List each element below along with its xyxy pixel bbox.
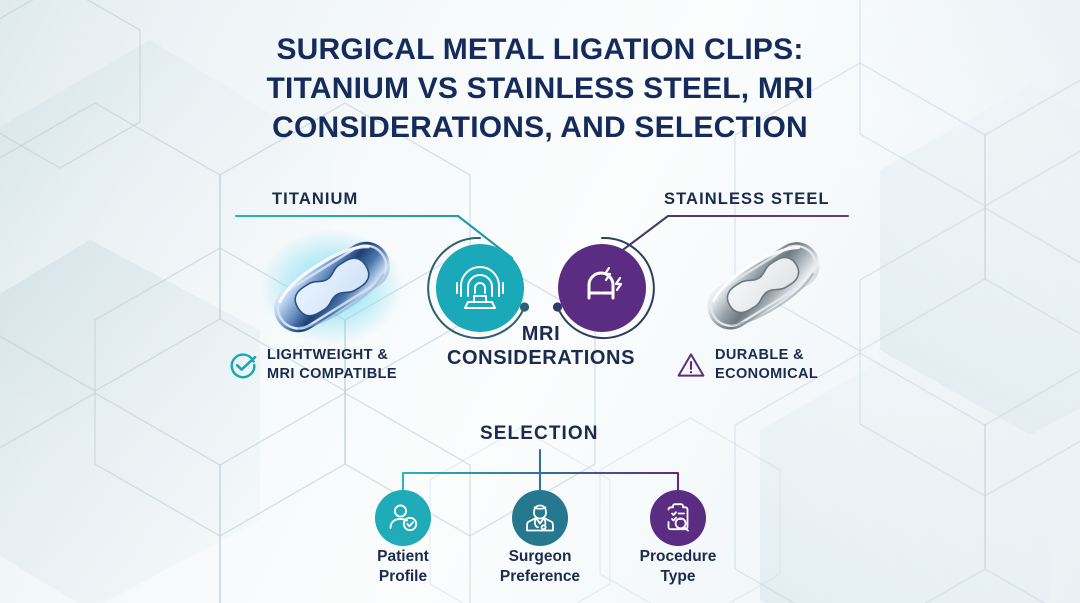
- titanium-ligation-clip-icon: [260, 229, 404, 345]
- titanium-header: TITANIUM: [272, 190, 359, 208]
- titanium-feature-line-2: MRI COMPATIBLE: [267, 365, 397, 382]
- magnet-node[interactable]: [558, 244, 646, 332]
- title-line-2: TITANIUM VS STAINLESS STEEL, MRI: [266, 72, 814, 105]
- titanium-feature: LIGHTWEIGHT & MRI COMPATIBLE: [228, 346, 397, 383]
- stainless-steel-ligation-clip-icon: [707, 242, 820, 330]
- magnet-node-ring: [552, 236, 655, 339]
- mri-caption-line-1: MRI: [521, 323, 561, 345]
- titanium-feature-line-1: LIGHTWEIGHT &: [267, 347, 389, 363]
- mri-node-ring: [427, 236, 530, 339]
- stainless-steel-feature-text: DURABLE & ECONOMICAL: [715, 346, 818, 383]
- surgeon-label-line-1: Surgeon: [508, 548, 572, 565]
- title-line-1: SURGICAL METAL LIGATION CLIPS:: [276, 33, 804, 66]
- warning-triangle-icon: [677, 352, 705, 377]
- surgeon-preference-icon: [526, 504, 554, 532]
- selection-node-procedure-type[interactable]: [650, 490, 706, 546]
- procedure-label-line-2: Type: [660, 567, 696, 585]
- patient-profile-icon: [389, 504, 418, 532]
- check-circle-icon: [230, 352, 257, 378]
- selection-node-patient-profile[interactable]: [375, 490, 431, 546]
- stainless-feature-line-2: ECONOMICAL: [715, 365, 819, 382]
- selection-label-patient-profile: Patient Profile: [328, 547, 478, 587]
- mri-caption-line-2: CONSIDERATIONS: [446, 347, 636, 370]
- mri-scanner-icon: [456, 266, 504, 309]
- selection-node-surgeon-preference[interactable]: [512, 490, 568, 546]
- mri-considerations-caption: MRI CONSIDERATIONS: [441, 322, 641, 371]
- title-line-3: CONSIDERATIONS, AND SELECTION: [272, 111, 808, 144]
- patient-label-line-2: Profile: [378, 567, 428, 585]
- stainless-steel-header: STAINLESS STEEL: [664, 190, 830, 208]
- selection-label-surgeon-preference: Surgeon Preference: [465, 547, 615, 587]
- selection-label-procedure-type: Procedure Type: [603, 547, 753, 587]
- page-title: SURGICAL METAL LIGATION CLIPS: TITANIUM …: [160, 30, 920, 147]
- selection-title: SELECTION: [480, 423, 599, 444]
- mri-considerations-node[interactable]: [436, 244, 524, 332]
- stainless-steel-feature: DURABLE & ECONOMICAL: [676, 346, 818, 383]
- surgeon-label-line-2: Preference: [499, 567, 581, 585]
- procedure-label-line-1: Procedure: [639, 548, 717, 565]
- patient-label-line-1: Patient: [377, 548, 429, 565]
- titanium-feature-text: LIGHTWEIGHT & MRI COMPATIBLE: [267, 346, 397, 383]
- magnet-icon: [587, 266, 623, 300]
- procedure-type-icon: [667, 503, 689, 532]
- stainless-feature-line-1: DURABLE &: [715, 347, 804, 363]
